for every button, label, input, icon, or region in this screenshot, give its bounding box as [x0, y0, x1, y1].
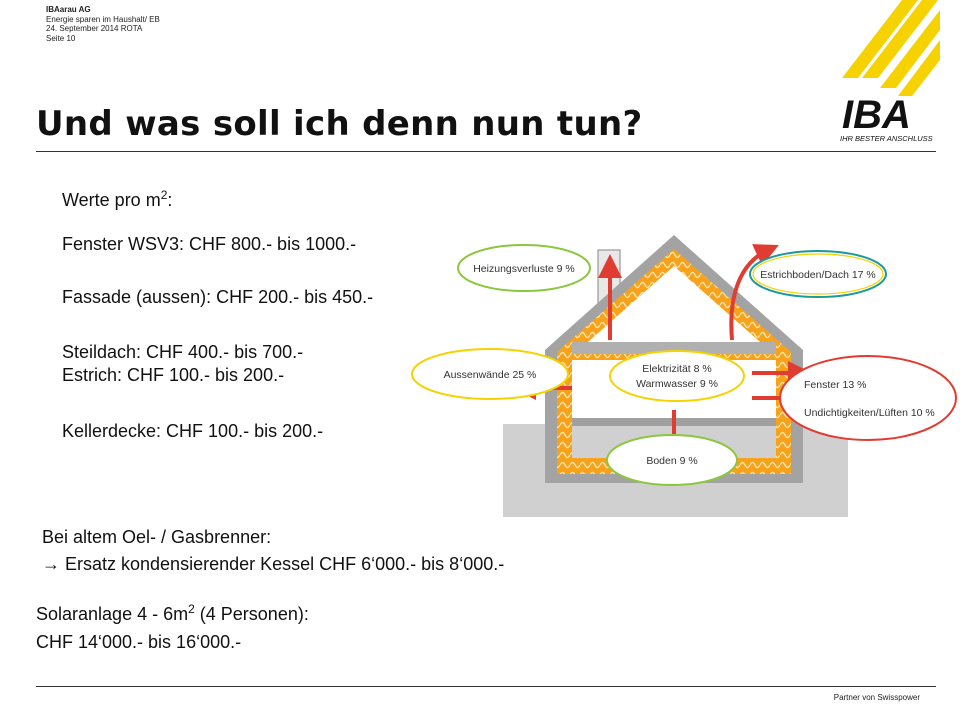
label-heizung: Heizungsverluste 9 %	[473, 263, 575, 275]
logo-tagline: IHR BESTER ANSCHLUSS	[840, 134, 933, 143]
brenner-replacement: → Ersatz kondensierender Kessel CHF 6‘00…	[42, 554, 505, 574]
solar-cost: CHF 14‘000.- bis 16‘000.-	[36, 632, 242, 652]
solar-heading: Solaranlage 4 - 6m2 (4 Personen):	[36, 602, 309, 624]
label-heizung-ellipse	[457, 244, 591, 292]
arrow-estrich	[729, 244, 779, 341]
page-title: Und was soll ich denn nun tun?	[36, 104, 643, 144]
title-divider	[36, 151, 936, 152]
value-fassade: Fassade (aussen): CHF 200.- bis 450.-	[62, 287, 374, 307]
label-estrich: Estrichboden/Dach 17 %	[760, 269, 876, 281]
page-number: Seite 10	[46, 33, 76, 43]
label-fenster: Fenster 13 %	[804, 379, 866, 391]
footer-divider	[36, 686, 936, 687]
label-estrich-ellipse	[749, 250, 887, 298]
value-kellerdecke: Kellerdecke: CHF 100.- bis 200.-	[62, 421, 324, 441]
value-estrich: Estrich: CHF 100.- bis 200.-	[62, 365, 285, 385]
header-meta: IBAarau AG Energie sparen im Haushalt/ E…	[46, 5, 160, 43]
label-warmwasser: Warmwasser 9 %	[636, 378, 718, 390]
presentation-date: 24. September 2014 ROTA	[46, 24, 143, 34]
brenner-heading: Bei altem Oel- / Gasbrenner:	[42, 527, 272, 547]
label-fenster-undicht-ellipse	[779, 355, 957, 441]
label-elektrizitaet-ellipse	[609, 350, 745, 402]
presentation-name: Energie sparen im Haushalt/ EB	[46, 14, 160, 24]
house-energy-loss-diagram: Heizungsverluste 9 % Estrichboden/Dach 1…	[411, 235, 957, 517]
label-boden: Boden 9 %	[646, 455, 697, 467]
values-heading: Werte pro m2:	[62, 188, 173, 210]
label-aussenwaende-ellipse	[411, 348, 569, 400]
value-fenster: Fenster WSV3: CHF 800.- bis 1000.-	[62, 234, 357, 254]
attic-floor	[572, 342, 776, 355]
footer-partner: Partner von Swisspower	[833, 693, 920, 702]
value-steildach: Steildach: CHF 400.- bis 700.-	[62, 342, 304, 362]
iba-logo: IBA IHR BESTER ANSCHLUSS	[840, 0, 940, 143]
label-aussenwaende: Aussenwände 25 %	[444, 369, 537, 381]
label-elektrizitaet: Elektrizität 8 %	[642, 363, 711, 375]
label-boden-ellipse	[606, 434, 738, 486]
logo-text: IBA	[842, 93, 911, 137]
company-name: IBAarau AG	[46, 5, 91, 14]
arrow-right-icon: →	[42, 554, 60, 574]
label-undicht: Undichtigkeiten/Lüften 10 %	[804, 407, 935, 419]
